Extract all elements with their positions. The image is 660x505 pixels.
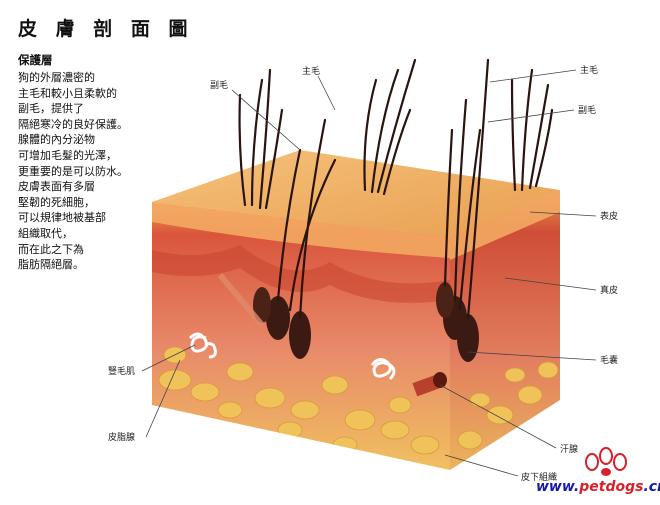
description-line: 狗的外層濃密的	[18, 71, 95, 84]
label-subcutis: 皮下組織	[521, 471, 557, 483]
description-line: 腺體的內分泌物	[18, 133, 95, 147]
dermis-wave	[152, 245, 450, 303]
watermark-brand: petdogs	[579, 479, 644, 495]
sweat-duct	[412, 372, 447, 397]
description-line: 可以規律地被基部	[18, 211, 106, 225]
label-sweat-gland: 汗腺	[560, 443, 578, 455]
description-line: 堅韌的死細胞，	[18, 195, 95, 209]
description-line: 組織取代，	[18, 226, 73, 240]
label-erector-muscle: 豎毛肌	[108, 365, 135, 377]
epidermis-band	[152, 202, 450, 258]
description-line: 而在此之下為	[18, 242, 84, 256]
description-line: 皮膚表面有多層	[18, 180, 95, 194]
sebaceous-gland-coil	[188, 332, 217, 359]
leader-lines	[141, 69, 597, 477]
hair-shafts	[238, 58, 554, 320]
description-line: 副毛，提供了	[18, 102, 84, 116]
label-primary-hair-top: 主毛	[302, 65, 320, 77]
sweat-gland-coil	[370, 358, 396, 381]
watermark-suffix: .cn	[643, 479, 660, 495]
label-secondary-hair-right: 副毛	[578, 104, 596, 116]
description-panel: 保護層 狗的外層濃密的主毛和較小且柔軟的副毛，提供了隔絕寒冷的良好保護。腺體的內…	[18, 52, 168, 273]
section-heading: 保護層	[18, 53, 53, 67]
description-line: 主毛和較小且柔軟的	[18, 86, 117, 100]
label-secondary-hair-left: 副毛	[210, 79, 228, 91]
description-line: 可增加毛髮的光澤，	[18, 148, 117, 162]
description-line: 更重要的是可以防水。	[18, 164, 128, 178]
site-watermark: www.petdogs.cn	[536, 479, 660, 495]
description-line: 隔絕寒冷的良好保護。	[18, 117, 128, 131]
epidermis-band-side	[450, 190, 560, 260]
label-dermis: 真皮	[600, 284, 618, 296]
fat-layer	[158, 346, 440, 455]
erector-muscle	[217, 273, 265, 327]
label-epidermis: 表皮	[600, 210, 618, 222]
watermark-prefix: www.	[536, 479, 580, 495]
hair-follicle-left	[253, 287, 311, 359]
label-primary-hair-right: 主毛	[580, 64, 598, 76]
label-sebaceous-gland: 皮脂腺	[108, 431, 135, 443]
fat-layer-side	[457, 361, 559, 450]
page-title: 皮 膚 剖 面 圖	[18, 18, 194, 40]
description-line: 脂肪隔絕層。	[18, 258, 84, 272]
paw-logo-icon	[585, 447, 627, 476]
label-follicle: 毛囊	[600, 354, 618, 366]
